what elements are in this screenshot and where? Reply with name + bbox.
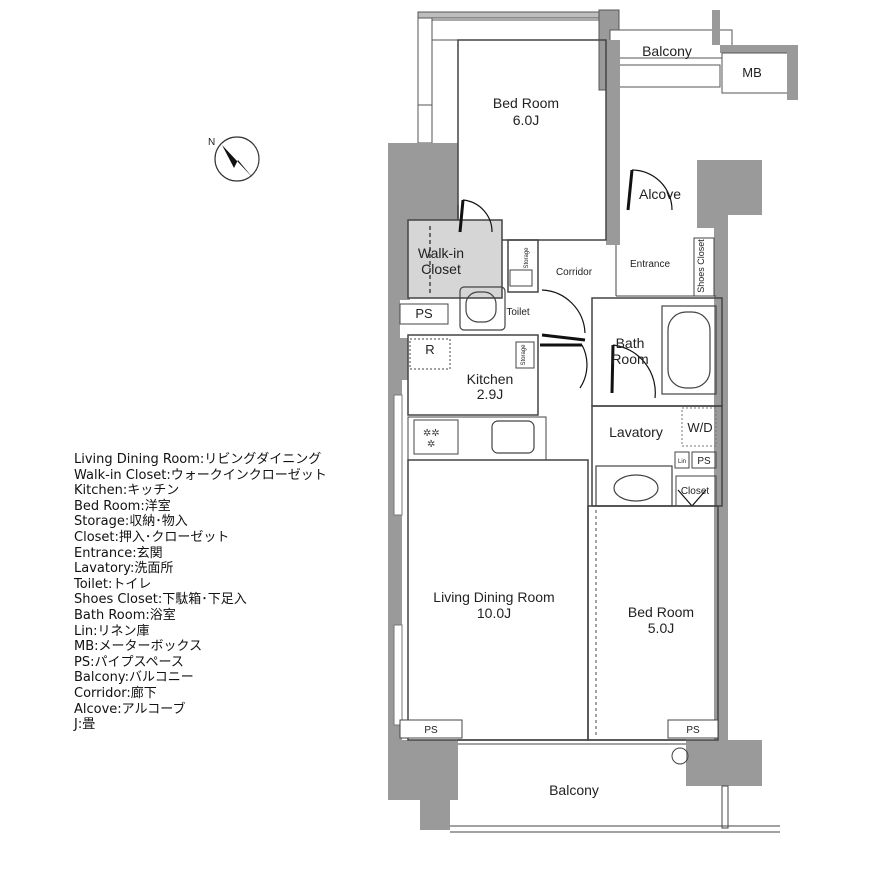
storage-boxes <box>409 237 717 507</box>
legend-item: Shoes Closet:下駄箱･下足入 <box>74 592 247 608</box>
stove-icon: ✲✲ ✲ <box>407 416 547 461</box>
label-shoes-closet: Shoes Closet <box>696 239 706 293</box>
label-lin: Lin <box>678 459 686 465</box>
north-arrow-icon: N <box>208 136 260 182</box>
label-balcony-bottom: Balcony <box>549 782 599 798</box>
wd-box <box>681 407 717 447</box>
label-wd: W/D <box>687 420 712 435</box>
legend-item: Living Dining Room:リビングダイニング <box>74 452 322 467</box>
svg-text:✲✲: ✲✲ <box>423 428 440 439</box>
legend-item: PS:パイプスペース <box>74 654 184 670</box>
toilet-icon <box>459 286 506 331</box>
label-bedroom-top: Bed Room <box>493 95 559 111</box>
label-ps-left: PS <box>415 306 433 321</box>
legend-item: Bed Room:洋室 <box>74 498 171 514</box>
bathtub-icon <box>661 305 717 395</box>
label-balcony-top: Balcony <box>642 43 692 59</box>
label-closet: Closet <box>681 486 710 497</box>
label-living: Living Dining Room <box>433 589 554 605</box>
legend-item: Toilet:トイレ <box>74 576 152 592</box>
kitchen-sink-icon <box>491 420 535 454</box>
label-kitchen-size: 2.9J <box>477 386 503 402</box>
svg-text:✲: ✲ <box>427 439 435 450</box>
legend-item: Balcony:バルコニー <box>74 670 194 686</box>
label-corridor: Corridor <box>556 267 593 278</box>
legend-item: Corridor:廊下 <box>74 685 157 701</box>
label-storage-mid: Storage <box>521 344 527 366</box>
label-bedroom-bottom: Bed Room <box>628 604 694 620</box>
label-alcove: Alcove <box>639 186 681 202</box>
label-bedroom-top-size: 6.0J <box>513 112 539 128</box>
compass-north-label: N <box>208 137 215 148</box>
label-kitchen: Kitchen <box>467 371 514 387</box>
label-bath-line1: Bath <box>616 335 645 351</box>
label-lavatory: Lavatory <box>609 424 663 440</box>
legend-item: J:畳 <box>74 717 96 733</box>
label-storage-top: Storage <box>524 247 530 269</box>
label-living-size: 10.0J <box>477 605 511 621</box>
door-swings <box>458 169 707 507</box>
label-mb: MB <box>742 65 762 80</box>
legend-item: Lin:リネン庫 <box>74 623 150 639</box>
exterior-walls <box>388 40 762 830</box>
label-bath-line2: Room <box>611 351 648 367</box>
label-bedroom-bottom-size: 5.0J <box>648 620 674 636</box>
ps-boxes <box>399 303 719 765</box>
label-ps-lavatory: PS <box>697 456 711 467</box>
legend-item: Bath Room:浴室 <box>74 607 176 623</box>
label-walkin-line2: Closet <box>421 261 461 277</box>
washbasin-icon <box>595 465 673 507</box>
label-ps-bottom-right: PS <box>686 725 700 736</box>
interior-walls <box>407 39 780 833</box>
legend-item: Kitchen:キッチン <box>74 483 180 499</box>
legend-item: Entrance:玄関 <box>74 545 163 561</box>
label-ps-bottom-left: PS <box>424 725 438 736</box>
legend-list: Living Dining Room:リビングダイニング Walk-in Clo… <box>74 452 327 733</box>
legend-item: Storage:収納･物入 <box>74 514 188 530</box>
label-entrance: Entrance <box>630 259 670 270</box>
legend-item: Closet:押入･クローゼット <box>74 529 230 545</box>
label-toilet: Toilet <box>506 307 530 318</box>
label-walkin-line1: Walk-in <box>418 245 464 261</box>
legend-item: Walk-in Closet:ウォークインクローゼット <box>74 467 327 483</box>
legend-item: MB:メーターボックス <box>74 639 203 655</box>
legend-item: Lavatory:洗面所 <box>74 561 174 577</box>
legend-item: Alcove:アルコーブ <box>74 701 186 717</box>
label-r: R <box>425 342 434 357</box>
